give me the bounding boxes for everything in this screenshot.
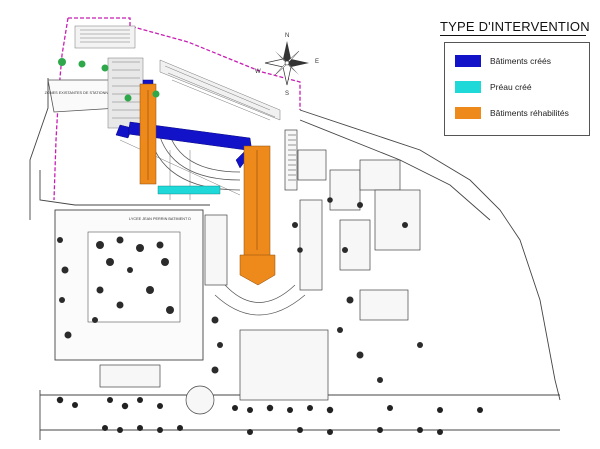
school-building-label: LYCEE JEAN PERRIN BATIMENT D [129, 217, 191, 221]
legend-item-new-covered-area: Préau créé [455, 81, 532, 93]
legend-item-rehab-buildings: Bâtiments réhabilités [455, 107, 569, 119]
plaza [214, 284, 306, 316]
legend-swatch [455, 55, 481, 67]
right-buildings [99, 129, 421, 415]
rehab-buildings [139, 83, 276, 286]
parking-zone-label: ZONES EXISTANTES DE STATIONNEMENT [45, 91, 122, 95]
legend: Bâtiments créés Préau créé Bâtiments réh… [444, 42, 590, 136]
road-network [29, 77, 561, 440]
school-building: LYCEE JEAN PERRIN BATIMENT D [54, 209, 204, 361]
new-covered-area [157, 185, 221, 195]
legend-swatch [455, 107, 481, 119]
legend-label: Bâtiments réhabilités [490, 108, 569, 118]
legend-label: Bâtiments créés [490, 56, 551, 66]
palm-tree-icons [58, 58, 160, 102]
legend-label: Préau créé [490, 82, 532, 92]
tree-rows [56, 396, 483, 435]
parking-lots [74, 25, 281, 200]
tree-icons [57, 197, 423, 383]
compass-north-label: N [285, 33, 289, 39]
legend-item-new-buildings: Bâtiments créés [455, 55, 551, 67]
compass-south-label: S [285, 91, 289, 97]
legend-swatch [455, 81, 481, 93]
compass-west-label: W [255, 69, 261, 75]
compass-east-label: E [315, 59, 319, 65]
legend-title-underline [440, 35, 586, 36]
compass-rose-icon: N S W E [255, 33, 319, 97]
legend-title: TYPE D'INTERVENTION [440, 19, 590, 34]
